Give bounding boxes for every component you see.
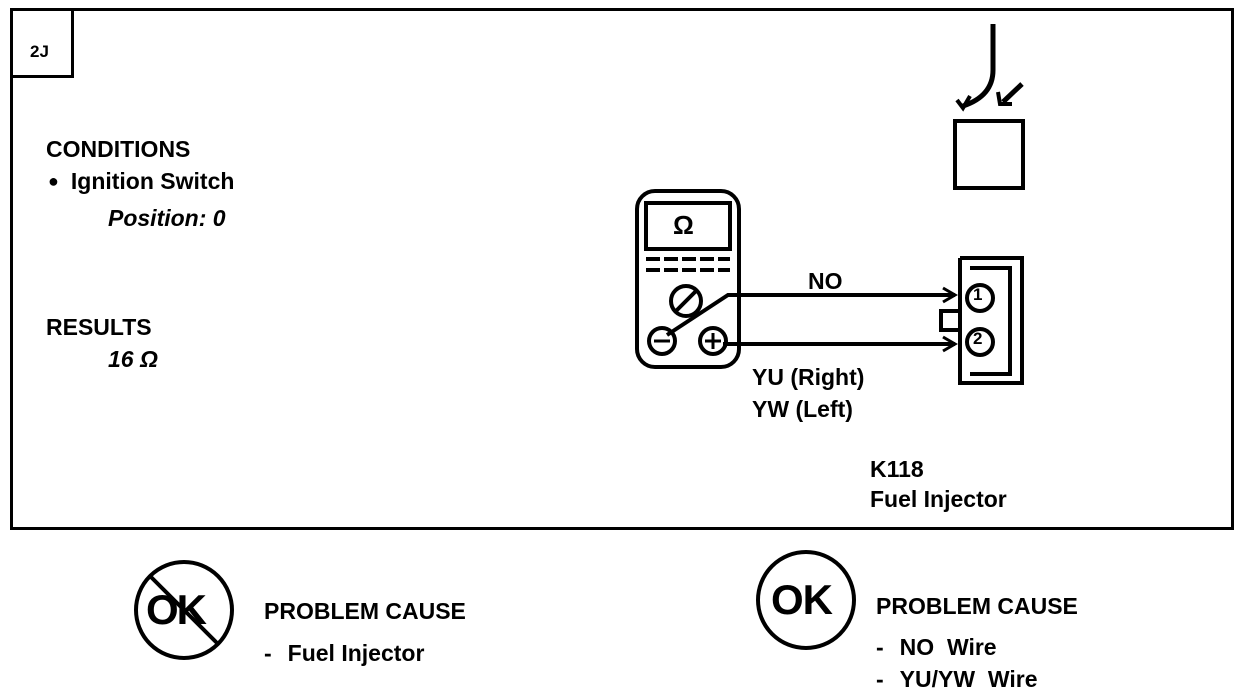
step-tag-label: 2J	[30, 42, 49, 61]
results-heading: RESULTS	[46, 314, 152, 340]
not-ok-heading: PROBLEM CAUSE	[264, 598, 466, 624]
ok-circle-icon	[756, 550, 856, 650]
component-box	[953, 119, 1025, 190]
positive-terminal-icon	[698, 326, 728, 356]
ok-text: OK	[771, 576, 833, 623]
results-value: 16 Ω	[108, 346, 158, 372]
not-ok-symbol: OK	[134, 560, 234, 660]
not-ok-cause-1: Fuel Injector	[264, 640, 425, 667]
connector-pin-1: 1	[973, 285, 983, 304]
connector-pin-2: 2	[973, 329, 983, 348]
multimeter-icon	[635, 189, 741, 369]
meter-ohm-symbol: Ω	[673, 210, 694, 240]
step-tag: 2J	[10, 8, 74, 78]
probe-leads	[665, 286, 958, 353]
ok-cause-2: YU/YW Wire	[876, 666, 1038, 693]
test-step-frame	[10, 8, 1234, 530]
wire-label-no: NO	[808, 268, 843, 294]
wire-label-yu: YU (Right)	[752, 364, 865, 390]
component-name: Fuel Injector	[870, 486, 1007, 512]
not-ok-circle-icon	[134, 560, 234, 660]
ok-heading: PROBLEM CAUSE	[876, 593, 1078, 619]
not-ok-text: OK	[146, 586, 207, 633]
component-code: K118	[870, 456, 924, 482]
conditions-heading: CONDITIONS	[46, 136, 191, 162]
ok-cause-1: NO Wire	[876, 634, 997, 661]
ok-symbol: OK	[756, 550, 856, 650]
injector-arrow-icon	[955, 24, 1024, 112]
conditions-position: Position: 0	[108, 205, 226, 231]
wire-label-yw: YW (Left)	[752, 396, 853, 422]
connector-icon	[939, 256, 1024, 385]
conditions-item: Ignition Switch	[48, 168, 235, 195]
negative-terminal-icon	[647, 326, 677, 356]
